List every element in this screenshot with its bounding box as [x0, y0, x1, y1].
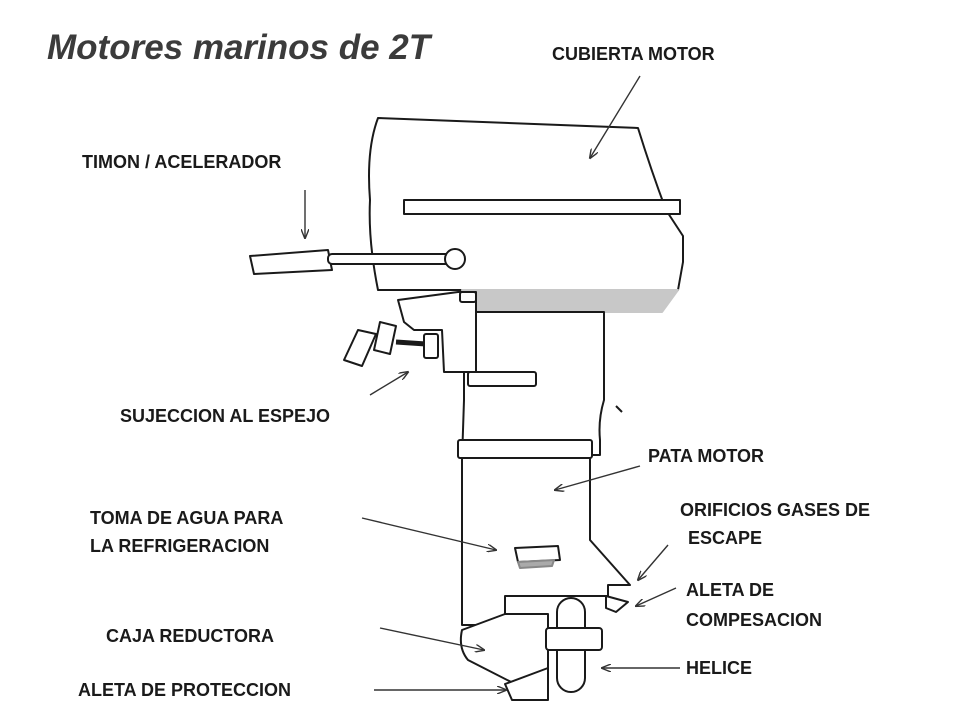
page-title: Motores marinos de 2T [47, 28, 431, 67]
label-aleta-comp-line2: COMPESACION [686, 610, 823, 630]
label-orificios-line2: ESCAPE [688, 528, 763, 548]
label-pata-motor: PATA MOTOR [648, 446, 764, 466]
label-sujeccion-espejo: SUJECCION AL ESPEJO [120, 406, 331, 426]
label-orificios-line1: ORIFICIOS GASES DE [680, 500, 871, 520]
trim-fin [605, 595, 629, 613]
tiller-grip [249, 249, 333, 275]
tiller-arm [327, 253, 461, 265]
arrow-sujeccion [369, 372, 408, 396]
tiller-pivot [444, 248, 466, 270]
arrow-pata [555, 465, 641, 490]
label-aleta-comp-line1: ALETA DE [686, 580, 774, 600]
transom-clamp [397, 291, 477, 373]
label-toma-agua-line2: LA REFRIGERACION [90, 536, 270, 556]
propeller-hub [545, 627, 603, 651]
label-aleta-proteccion: ALETA DE PROTECCION [78, 680, 292, 700]
arrow-aleta-comp [636, 587, 677, 606]
label-caja-reductora: CAJA REDUCTORA [106, 626, 275, 646]
cover-lower-band [461, 289, 679, 313]
arrow-cubierta [590, 75, 641, 158]
protection-fin [504, 667, 549, 701]
label-cubierta-motor: CUBIERTA MOTOR [552, 44, 715, 64]
water-intake [514, 545, 561, 563]
leg-band [457, 439, 593, 459]
motor-leg [461, 311, 631, 626]
arrow-orificios [638, 544, 669, 580]
cover-stripe [403, 199, 681, 215]
label-helice: HELICE [686, 658, 753, 678]
leg-plate [467, 371, 537, 387]
label-toma-agua-line1: TOMA DE AGUA PARA [90, 508, 284, 528]
label-timon-acelerador: TIMON / ACELERADOR [82, 152, 282, 172]
arrow-caja [379, 627, 484, 650]
arrow-toma [361, 517, 496, 550]
